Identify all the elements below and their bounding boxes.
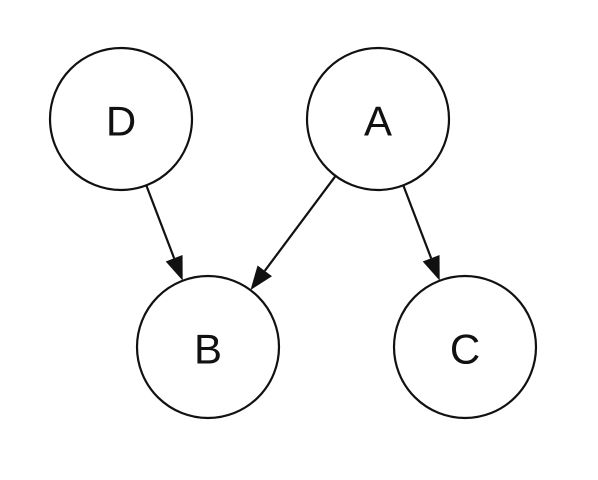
node-c-label: C xyxy=(450,326,480,373)
arrowhead-icon xyxy=(165,255,183,281)
node-d-circle xyxy=(48,46,194,192)
node-d: D xyxy=(48,46,194,192)
node-c-circle xyxy=(392,274,538,420)
node-a-circle xyxy=(305,46,451,192)
edge-a-c-line xyxy=(402,184,433,259)
node-d-label: D xyxy=(106,98,136,145)
node-a-label: A xyxy=(364,98,392,145)
node-a: A xyxy=(305,46,451,192)
node-b: B xyxy=(135,274,281,420)
edge-d-b-line xyxy=(145,184,176,259)
edge-a-b xyxy=(250,175,337,291)
edge-d-b xyxy=(145,184,183,281)
edge-a-c xyxy=(402,184,440,281)
node-b-circle xyxy=(135,274,281,420)
node-b-label: B xyxy=(194,326,222,373)
arrowhead-icon xyxy=(422,255,440,281)
edges-layer xyxy=(145,175,440,291)
edge-a-b-line xyxy=(263,175,337,272)
node-c: C xyxy=(392,274,538,420)
arrowhead-icon xyxy=(250,265,273,291)
